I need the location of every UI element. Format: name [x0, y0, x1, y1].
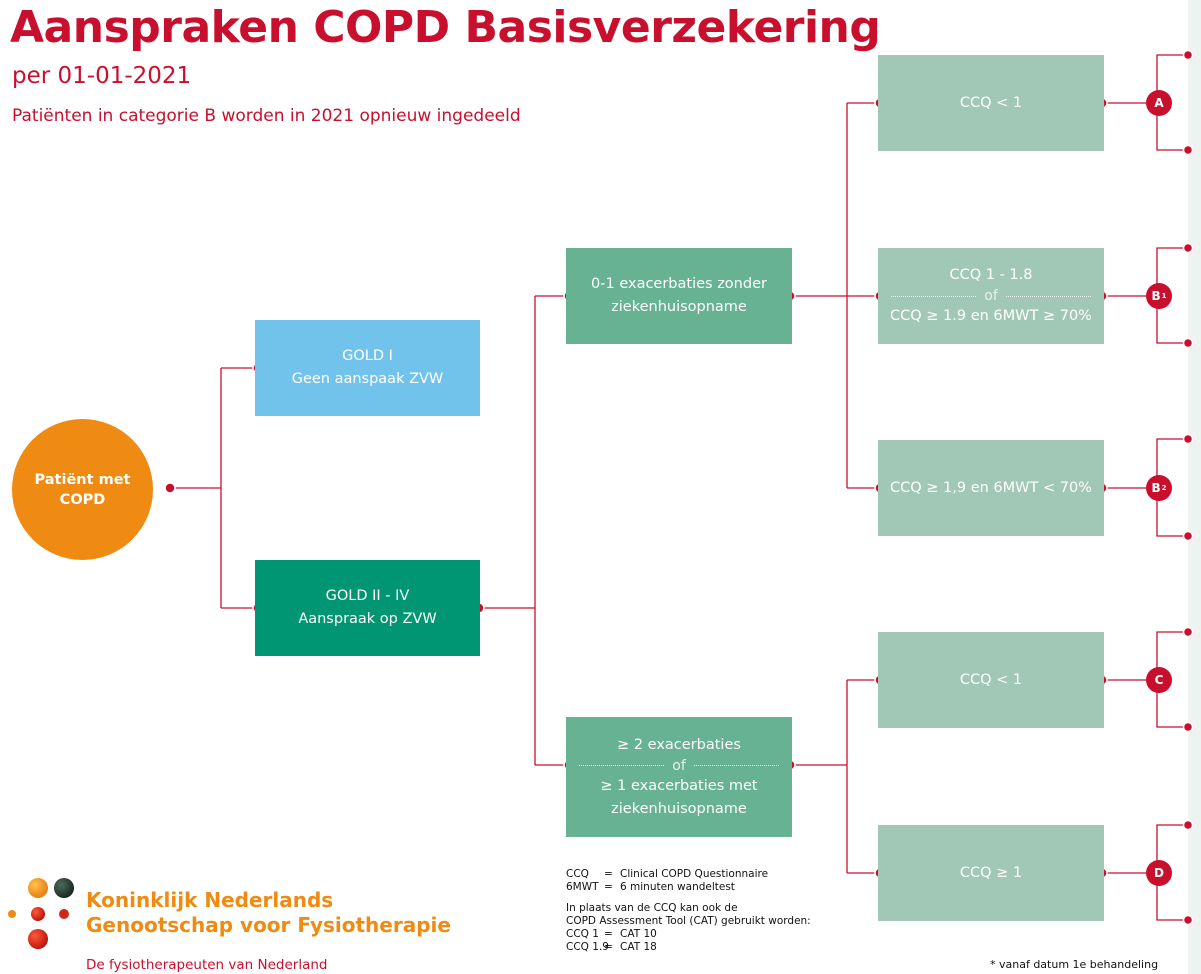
r3-label: CCQ ≥ 1,9 en 6MWT < 70%: [890, 479, 1092, 496]
footnote: * vanaf datum 1e behandeling: [990, 958, 1159, 971]
node-exacerbations-low: 0-1 exacerbaties zonder ziekenhuisopname: [566, 248, 792, 344]
gold1-line2: Geen aanspaak ZVW: [291, 371, 444, 387]
root-line2: COPD: [59, 491, 106, 508]
legend-alt-line1: In plaats van de CCQ kan ook de: [566, 902, 738, 914]
or-label: of: [984, 288, 998, 304]
badge-d: D: [1146, 860, 1172, 886]
legend-alt-line2: COPD Assessment Tool (CAT) gebruikt word…: [566, 915, 811, 927]
node-category-c: CCQ < 1: [878, 632, 1104, 728]
connector-dot: [1182, 49, 1194, 61]
or-separator: of: [891, 287, 1091, 305]
logo-line1: Koninklijk Nederlands: [86, 888, 334, 912]
root-line1: Patiënt met: [34, 471, 131, 488]
connector-dot: [1182, 626, 1194, 638]
badge-a: A: [1146, 90, 1172, 116]
logo-line2: Genootschap voor Fysiotherapie: [86, 913, 451, 937]
gold1-line1: GOLD I: [342, 348, 393, 364]
node-category-a: CCQ < 1: [878, 55, 1104, 151]
mid1-line1: 0-1 exacerbaties zonder: [591, 276, 767, 292]
connector-dot: [1182, 337, 1194, 349]
gold2-line2: Aanspraak op ZVW: [298, 611, 437, 627]
node-gold2-4: GOLD II - IV Aanspraak op ZVW: [255, 560, 480, 656]
gold2-line1: GOLD II - IV: [325, 588, 410, 604]
r1-label: CCQ < 1: [959, 94, 1023, 111]
legend-mapping-2: CCQ 1.9=CAT 18: [566, 941, 657, 953]
connector-dot: [1182, 433, 1194, 445]
legend-row-6mwt: 6MWT=6 minuten wandeltest: [566, 881, 735, 893]
connector-dot: [1182, 144, 1194, 156]
r4-label: CCQ < 1: [959, 671, 1023, 688]
r2-bottom: CCQ ≥ 1.9 en 6MWT ≥ 70%: [890, 308, 1092, 324]
legend-mapping-1: CCQ 1=CAT 10: [566, 928, 657, 940]
node-category-b2: CCQ ≥ 1,9 en 6MWT < 70%: [878, 440, 1104, 536]
node-category-b1: CCQ 1 - 1.8 of CCQ ≥ 1.9 en 6MWT ≥ 70%: [878, 248, 1104, 344]
or-label: of: [672, 757, 686, 774]
connector-dot: [1182, 721, 1194, 733]
node-category-d: CCQ ≥ 1: [878, 825, 1104, 921]
connector-dot: [1182, 819, 1194, 831]
connector-dot: [1182, 530, 1194, 542]
connector-dot: [164, 482, 176, 494]
page-title: Aanspraken COPD Basisverzekering: [10, 2, 881, 53]
mid2-line1: ≥ 2 exacerbaties: [617, 736, 741, 753]
badge-c: C: [1146, 667, 1172, 693]
connector-dot: [1182, 242, 1194, 254]
mid1-line2: ziekenhuisopname: [611, 299, 747, 315]
legend-row-ccq: CCQ=Clinical COPD Questionnaire: [566, 868, 769, 880]
page-date: per 01-01-2021: [12, 63, 192, 89]
connector-dot: [1182, 914, 1194, 926]
page-note: Patiënten in categorie B worden in 2021 …: [12, 106, 521, 126]
mid2-line3: ziekenhuisopname: [611, 800, 747, 817]
mid2-line2: ≥ 1 exacerbaties met: [600, 777, 758, 794]
r2-top: CCQ 1 - 1.8: [949, 267, 1033, 283]
or-separator: of: [579, 757, 779, 775]
logo-tagline: De fysiotherapeuten van Nederland: [86, 957, 328, 973]
node-exacerbations-high: ≥ 2 exacerbaties of ≥ 1 exacerbaties met…: [566, 717, 792, 837]
r5-label: CCQ ≥ 1: [959, 864, 1023, 881]
node-gold1: GOLD I Geen aanspaak ZVW: [255, 320, 480, 416]
root-node-patient: Patiënt met COPD: [12, 419, 153, 560]
legend: CCQ=Clinical COPD Questionnaire 6MWT=6 m…: [566, 868, 811, 954]
